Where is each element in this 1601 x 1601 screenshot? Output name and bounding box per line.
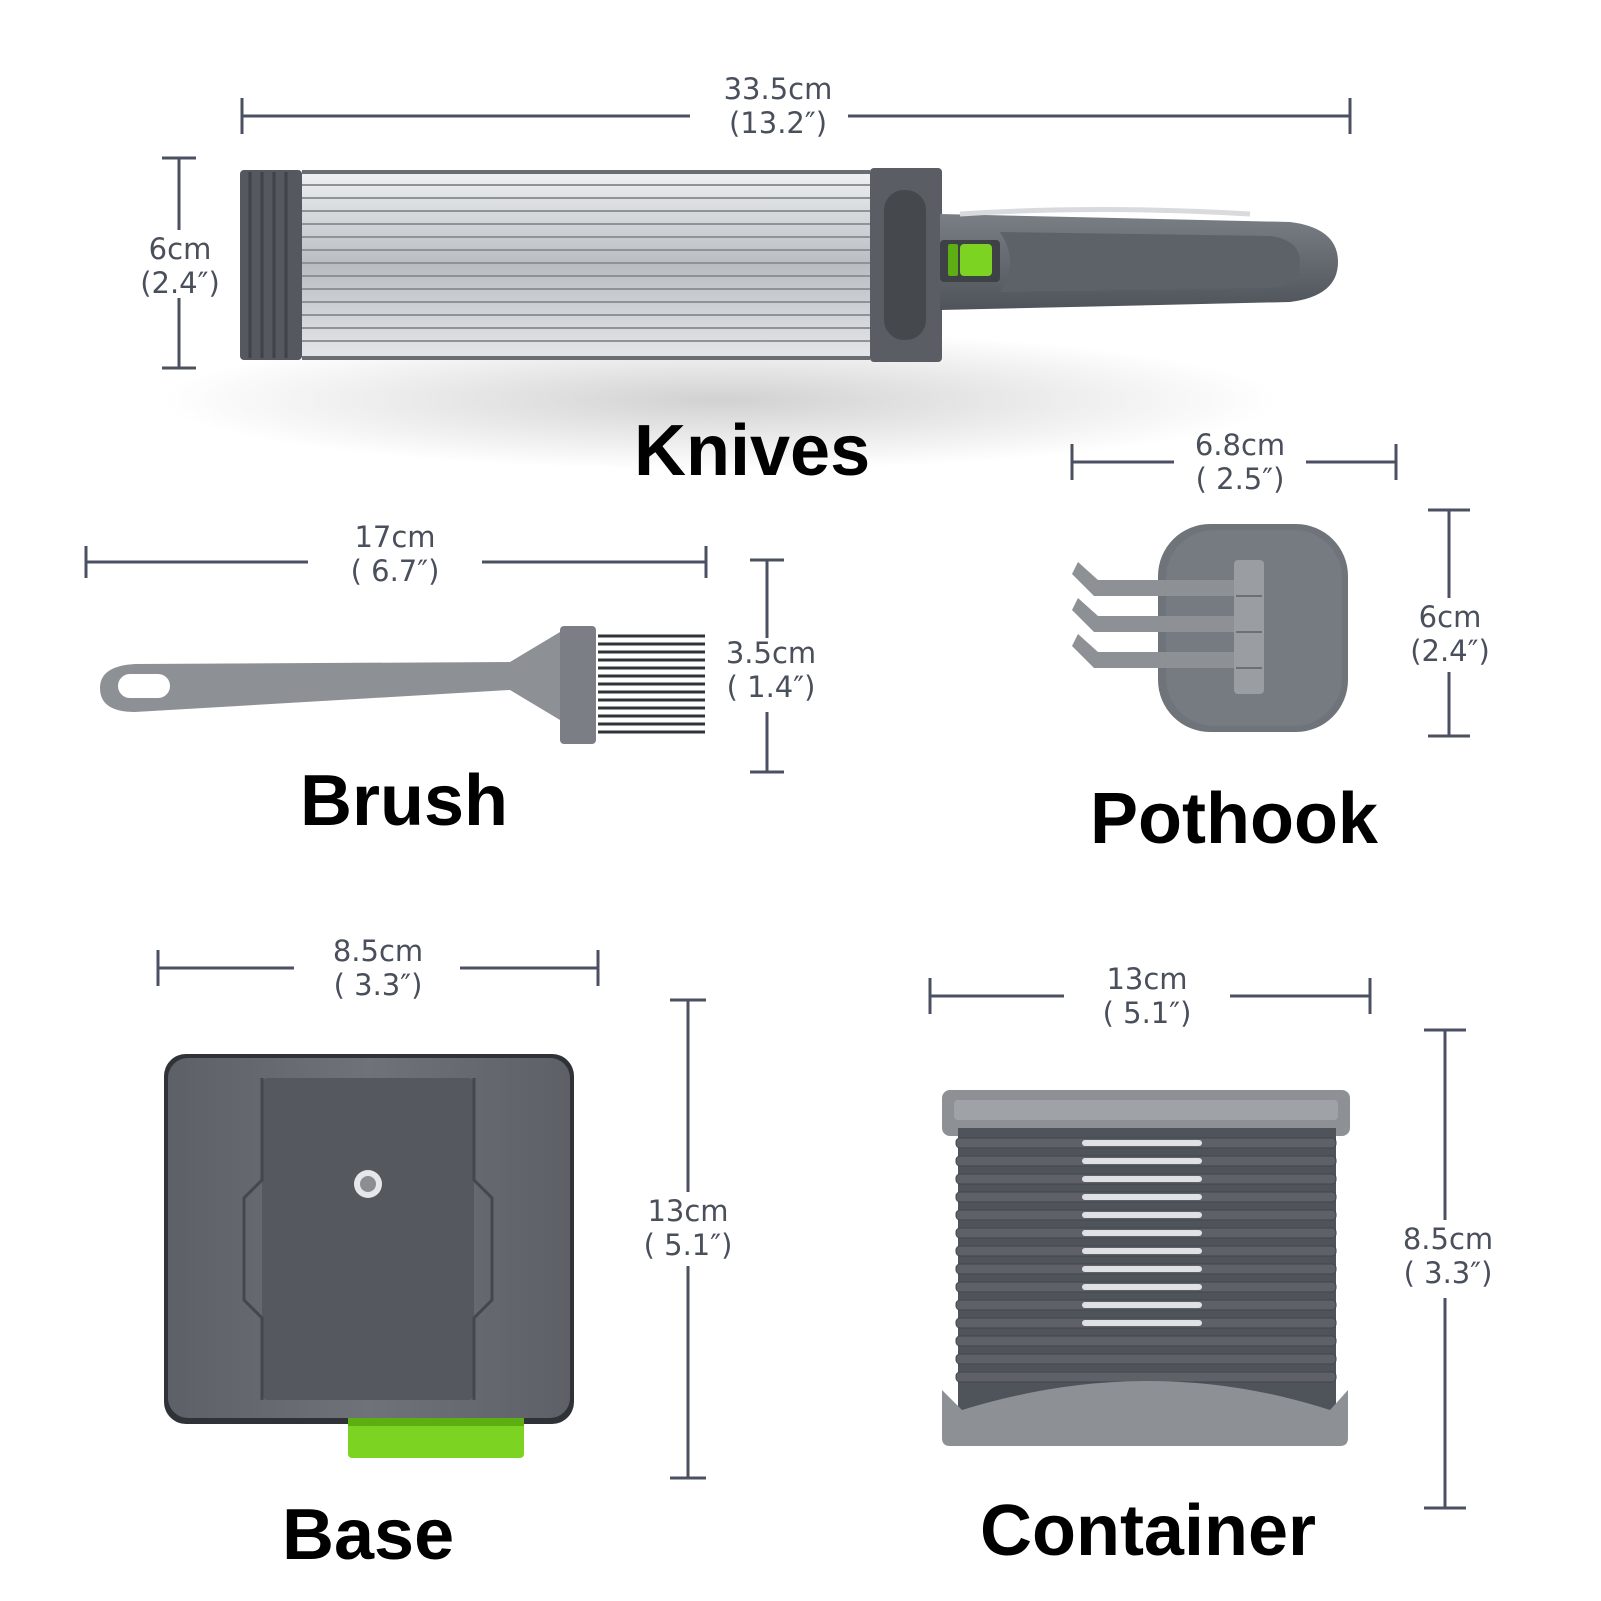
knives-width-cm: 33.5cm [723,72,833,106]
base-height-cm: 13cm [647,1194,729,1228]
pothook-height-in: (2.4″) [1410,634,1490,668]
base-illustration [164,1054,574,1458]
pothook-width-label: 6.8cm ( 2.5″) [1176,428,1304,496]
pothook-height-cm: 6cm [1418,600,1482,634]
container-height-label: 8.5cm ( 3.3″) [1396,1222,1500,1290]
base-width-cm: 8.5cm [332,934,424,968]
container-width-cm: 13cm [1106,962,1188,996]
brush-illustration [100,626,706,744]
brush-width-cm: 17cm [354,520,436,554]
container-title: Container [980,1491,1317,1571]
pothook-title: Pothook [1090,779,1378,859]
container-width-dimension [928,978,1372,1014]
pothook-height-dimension [1428,508,1470,738]
brush-title: Brush [300,761,509,841]
base-width-in: ( 3.3″) [333,968,423,1002]
knives-height-label: 6cm (2.4″) [130,232,230,300]
knives-width-in: (13.2″) [728,106,828,140]
pothook-width-dimension [1070,444,1398,480]
base-height-dimension [670,998,706,1480]
brush-width-label: 17cm ( 6.7″) [320,520,470,588]
knives-illustration [160,168,1338,470]
knives-height-cm: 6cm [148,232,212,266]
container-height-cm: 8.5cm [1402,1222,1494,1256]
container-height-dimension [1424,1028,1466,1510]
knives-width-label: 33.5cm (13.2″) [700,72,856,140]
brush-height-label: 3.5cm ( 1.4″) [716,636,826,704]
base-height-in: ( 5.1″) [643,1228,733,1262]
pothook-illustration [1072,524,1348,732]
pothook-width-in: ( 2.5″) [1195,462,1285,496]
brush-height-in: ( 1.4″) [726,670,816,704]
pothook-width-cm: 6.8cm [1194,428,1286,462]
brush-height-dimension [750,558,784,774]
brush-width-dimension [84,546,708,578]
container-width-in: ( 5.1″) [1102,996,1192,1030]
base-width-dimension [156,950,600,986]
knives-height-in: (2.4″) [140,266,220,300]
base-height-label: 13cm ( 5.1″) [636,1194,740,1262]
container-illustration [942,1090,1350,1446]
base-width-label: 8.5cm ( 3.3″) [304,934,452,1002]
knives-height-dimension [162,156,196,370]
brush-height-cm: 3.5cm [725,636,817,670]
pothook-height-label: 6cm (2.4″) [1400,600,1500,668]
brush-width-in: ( 6.7″) [350,554,440,588]
knives-title: Knives [634,411,871,491]
container-height-in: ( 3.3″) [1403,1256,1493,1290]
container-width-label: 13cm ( 5.1″) [1072,962,1222,1030]
knives-width-dimension [240,98,1352,134]
base-title: Base [282,1495,455,1575]
